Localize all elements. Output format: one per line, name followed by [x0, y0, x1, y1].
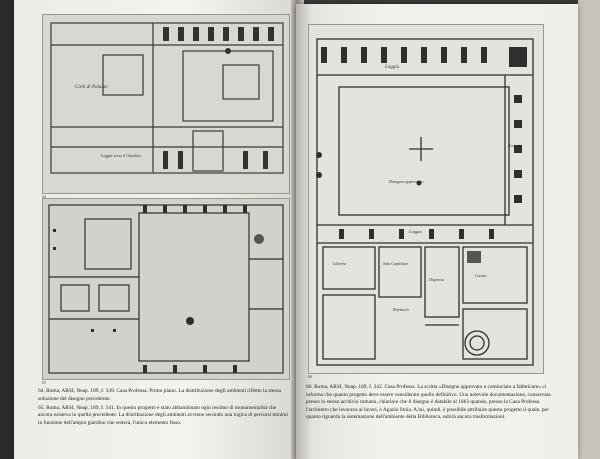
plan-label-room-d: Dispensa: [429, 277, 444, 282]
left-page-captions: 64. Roma, ARSI, Neap. 189, f. 339. Casa …: [38, 388, 288, 429]
plan-label-courtyard: Corti di Palazzo: [75, 85, 108, 90]
plan-label-room-b: Sala Capitolare: [383, 261, 409, 266]
desk-background-left: [0, 0, 18, 459]
floor-plan-66-drawing: [309, 25, 543, 373]
right-page-captions: 66. Roma, ARSI, Neap. 189, f. 342. Casa …: [306, 384, 552, 423]
figure-number-66: 66: [308, 374, 312, 379]
figure-number-65: 65: [42, 380, 46, 385]
figure-number-64: 64: [42, 194, 46, 199]
caption-figure-66: 66. Roma, ARSI, Neap. 189, f. 342. Casa …: [306, 384, 551, 421]
floor-plan-64-drawing: [43, 15, 289, 193]
plan-label-loggia-top: Loggia: [385, 65, 400, 70]
floor-plan-figure-64: Corti di Palazzo Loggia verso il Giardin…: [42, 14, 290, 194]
plan-label-room-e: Cucina: [475, 273, 487, 278]
left-page: Corti di Palazzo Loggia verso il Giardin…: [14, 0, 304, 459]
plan-label-loggia: Loggia verso il Giardino: [101, 153, 141, 158]
plan-label-room-a: Libreria: [333, 261, 347, 266]
caption-figure-65: 65. Roma, ARSI, Neap. 189, f. 341. In qu…: [38, 404, 288, 426]
desk-background-right: [578, 0, 600, 459]
plan-label-court: Disegno approvato: [389, 179, 424, 184]
plan-label-loggia-right: Loggia: [509, 143, 522, 148]
floor-plan-figure-66: Loggia Loggia Loggia Disegno approvato L…: [308, 24, 544, 374]
right-page: Loggia Loggia Loggia Disegno approvato L…: [296, 4, 578, 459]
plan-label-loggia-bottom: Loggia: [409, 229, 422, 234]
plan-label-room-c: Refettorio: [393, 307, 409, 312]
caption-figure-64: 64. Roma, ARSI, Neap. 189, f. 339. Casa …: [38, 388, 281, 402]
floor-plan-65-drawing: [43, 199, 289, 379]
floor-plan-figure-65: [42, 198, 290, 380]
